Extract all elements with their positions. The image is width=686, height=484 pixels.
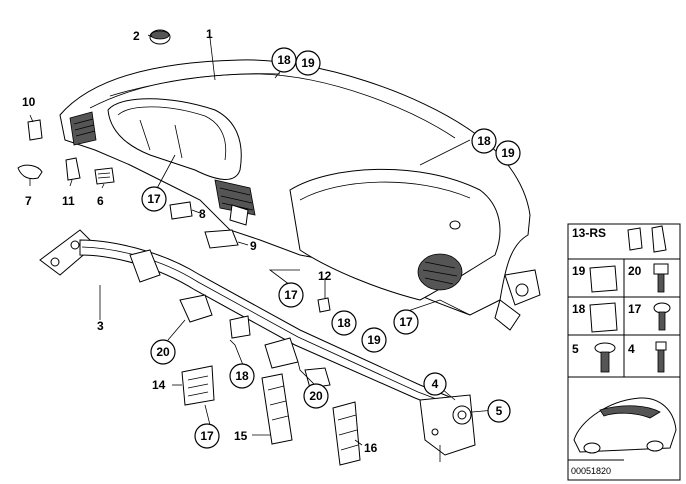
callout-19-mid: 19 bbox=[361, 327, 387, 353]
bracket-15-part bbox=[261, 373, 293, 445]
switch-8-part bbox=[169, 201, 193, 220]
svg-text:18: 18 bbox=[277, 53, 291, 67]
callout-17-mid: 17 bbox=[278, 282, 304, 308]
svg-text:19: 19 bbox=[301, 56, 315, 70]
car-thumbnail bbox=[573, 397, 677, 454]
cross-beam bbox=[39, 229, 476, 462]
callout-18-mid: 18 bbox=[331, 310, 357, 336]
bracket-14-part bbox=[181, 365, 215, 406]
legend-cell-19: 19 bbox=[572, 264, 586, 278]
svg-text:20: 20 bbox=[309, 389, 323, 403]
callout-19-top: 19 bbox=[295, 50, 321, 76]
dashboard-panel bbox=[59, 59, 541, 331]
svg-text:17: 17 bbox=[200, 429, 214, 443]
svg-text:17: 17 bbox=[147, 192, 161, 206]
bracket-16-part bbox=[332, 401, 361, 466]
label-15: 15 bbox=[234, 429, 248, 443]
svg-text:17: 17 bbox=[399, 315, 413, 329]
legend-header: 13-RS bbox=[572, 226, 606, 240]
label-3: 3 bbox=[97, 319, 104, 333]
label-10: 10 bbox=[22, 95, 36, 109]
label-7: 7 bbox=[25, 194, 32, 208]
callout-20-left: 20 bbox=[150, 339, 176, 365]
label-11: 11 bbox=[62, 194, 75, 208]
legend-cell-20: 20 bbox=[628, 264, 642, 278]
label-6: 6 bbox=[97, 194, 104, 208]
label-8: 8 bbox=[199, 207, 206, 221]
bracket-part bbox=[65, 157, 81, 181]
svg-text:5: 5 bbox=[496, 404, 503, 418]
legend-cell-5: 5 bbox=[572, 342, 579, 356]
callout-17-bottom: 17 bbox=[194, 423, 220, 449]
svg-text:18: 18 bbox=[235, 369, 249, 383]
svg-text:18: 18 bbox=[477, 134, 491, 148]
cover-part bbox=[17, 164, 43, 180]
document-id: 00051820 bbox=[571, 466, 611, 476]
callout-18-right: 18 bbox=[471, 128, 497, 154]
cover-9-part bbox=[204, 229, 239, 249]
label-1: 1 bbox=[206, 27, 213, 41]
svg-text:4: 4 bbox=[432, 377, 439, 391]
callout-18-lower: 18 bbox=[229, 363, 255, 389]
svg-text:17: 17 bbox=[284, 288, 298, 302]
svg-text:19: 19 bbox=[367, 333, 381, 347]
legend-cell-18: 18 bbox=[572, 302, 586, 316]
callout-4: 4 bbox=[423, 372, 447, 396]
leader-lines bbox=[29, 34, 496, 446]
callout-19-right: 19 bbox=[495, 140, 521, 166]
callout-17-right: 17 bbox=[393, 309, 419, 335]
callout-5: 5 bbox=[487, 399, 511, 423]
label-14: 14 bbox=[152, 378, 166, 392]
legend-cell-4: 4 bbox=[628, 342, 635, 356]
callout-17-cluster: 17 bbox=[141, 186, 167, 212]
clip-part bbox=[27, 119, 43, 141]
label-16: 16 bbox=[364, 441, 378, 455]
label-12: 12 bbox=[318, 269, 332, 283]
svg-text:19: 19 bbox=[501, 146, 515, 160]
svg-text:18: 18 bbox=[337, 316, 351, 330]
callout-18-top: 18 bbox=[271, 47, 297, 73]
svg-text:20: 20 bbox=[156, 345, 170, 359]
label-2: 2 bbox=[133, 29, 140, 43]
legend-panel: 13-RS 19 20 18 17 5 4 00051820 bbox=[567, 223, 681, 481]
clip-12-part bbox=[317, 297, 331, 313]
switch-part bbox=[94, 167, 115, 185]
callout-20-lower: 20 bbox=[303, 383, 329, 409]
legend-cell-17: 17 bbox=[628, 302, 642, 316]
label-9: 9 bbox=[250, 239, 257, 253]
